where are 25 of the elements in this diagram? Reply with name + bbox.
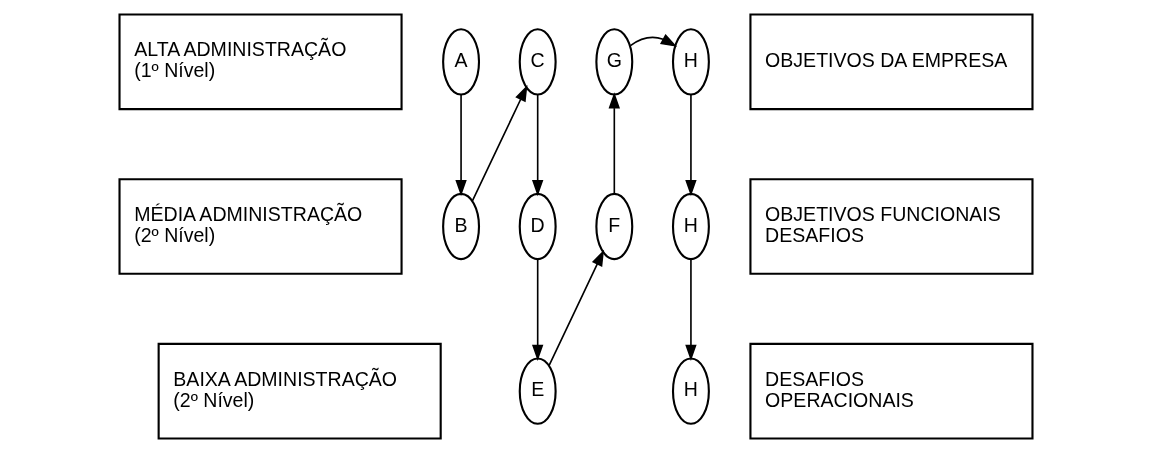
node-box: DESAFIOS OPERACIONAIS [749,342,1034,440]
node-ellipse: D [518,192,557,261]
node-ellipse: E [518,357,557,425]
arrow [629,34,678,47]
arrow [608,92,621,195]
arrow [455,93,467,197]
node-box: OBJETIVOS FUNCIONAIS DESAFIOS [749,178,1034,275]
node-ellipse: F [595,192,634,261]
node-box: OBJETIVOS DA EMPRESA [749,13,1034,111]
node-box: ALTA ADMINISTRAÇÃO (1º Nível) [118,13,403,111]
node-box: MÉDIA ADMINISTRAÇÃO (2º Nível) [118,178,403,275]
node-box: BAIXA ADMINISTRAÇÃO (2º Nível) [157,342,442,440]
node-ellipse: H [671,192,710,261]
node-ellipse: A [442,28,481,96]
node-ellipse: G [595,28,634,96]
arrow [685,93,697,197]
arrow [531,93,544,197]
arrow [531,258,544,361]
arrow [685,258,697,361]
arrow [471,85,528,202]
node-ellipse: H [671,357,710,425]
arrow [548,249,605,367]
node-ellipse: C [518,28,557,96]
node-ellipse: H [671,28,710,96]
node-ellipse: B [442,192,481,261]
